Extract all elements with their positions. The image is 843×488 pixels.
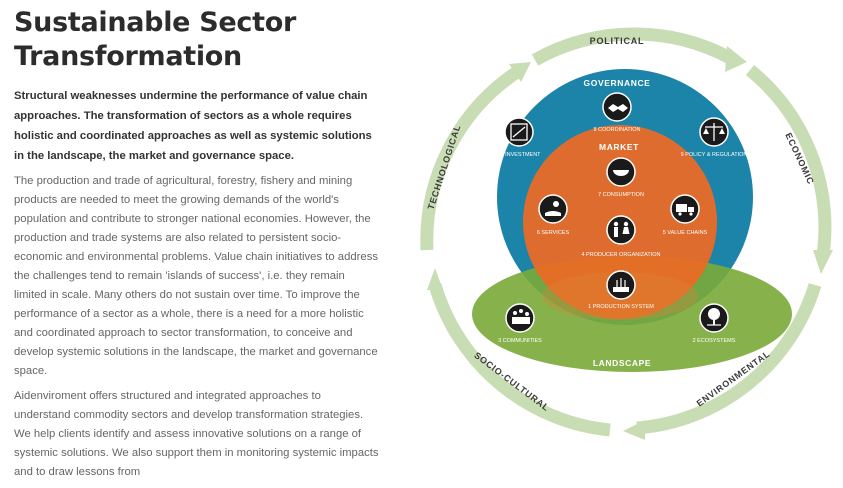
investment-node: 10 INVESTMENT — [497, 117, 541, 158]
value-chains-label: 5 VALUE CHAINS — [663, 230, 708, 236]
consumption-label: 7 CONSUMPTION — [598, 192, 644, 198]
consumption-node: 7 CONSUMPTION — [598, 157, 644, 198]
landscape-label: LANDSCAPE — [593, 358, 651, 368]
policy-label: 9 POLICY & REGULATION — [681, 152, 748, 158]
arrow-icon — [725, 46, 747, 72]
body-paragraph-2: Aidenviroment offers structured and inte… — [14, 390, 379, 478]
ring-segment-technological — [420, 66, 521, 251]
coordination-label: 8 COORDINATION — [594, 127, 641, 133]
arrow-icon — [623, 420, 645, 440]
sector-transformation-diagram: POLITICAL ECONOMIC ENVIRONMENTAL SOCIO-C… — [405, 0, 843, 450]
services-label: 6 SERVICES — [537, 230, 570, 236]
ring-label-technological: TECHNOLOGICAL — [426, 123, 463, 211]
title-line-1: Sustainable Sector — [14, 7, 296, 38]
arrow-icon — [509, 62, 531, 82]
ring-segment-economic — [745, 64, 832, 256]
investment-label: 10 INVESTMENT — [497, 152, 541, 158]
producer-organization-node: 4 PRODUCER ORGANIZATION — [581, 215, 661, 258]
market-label: MARKET — [599, 142, 639, 152]
ring-label-political: POLITICAL — [590, 36, 645, 46]
communities-label: 3 COMMUNITIES — [498, 338, 542, 344]
title-line-2: Transformation — [14, 41, 242, 72]
ecosystems-node: 2 ECOSYSTEMS — [693, 303, 736, 344]
body-paragraph-1: The production and trade of agricultural… — [14, 175, 378, 377]
ring-segment-environmental — [636, 283, 822, 435]
arrow-icon — [427, 268, 443, 290]
arrow-icon — [813, 250, 833, 274]
people-icon — [606, 215, 636, 245]
ring-segment-socio-cultural — [428, 283, 611, 437]
services-node: 6 SERVICES — [537, 194, 570, 236]
producer-organization-label: 4 PRODUCER ORGANIZATION — [581, 252, 660, 258]
production-system-label: 1 PRODUCTION SYSTEM — [588, 304, 654, 310]
coordination-node: 8 COORDINATION — [594, 92, 641, 133]
service-hand-icon — [538, 194, 568, 224]
communities-node: 3 COMMUNITIES — [498, 303, 542, 344]
outer-ring — [420, 27, 832, 437]
page-title: Sustainable Sector Transformation — [14, 6, 379, 74]
ecosystems-label: 2 ECOSYSTEMS — [693, 338, 736, 344]
lead-paragraph: Structural weaknesses undermine the perf… — [14, 90, 372, 162]
policy-node: 9 POLICY & REGULATION — [681, 117, 748, 158]
ring-segment-political — [531, 27, 734, 66]
governance-label: GOVERNANCE — [584, 78, 651, 88]
ring-arrows — [427, 46, 833, 440]
text-column: Sustainable Sector Transformation Struct… — [14, 6, 379, 488]
production-system-node: 1 PRODUCTION SYSTEM — [588, 270, 654, 310]
value-chains-node: 5 VALUE CHAINS — [663, 194, 708, 236]
